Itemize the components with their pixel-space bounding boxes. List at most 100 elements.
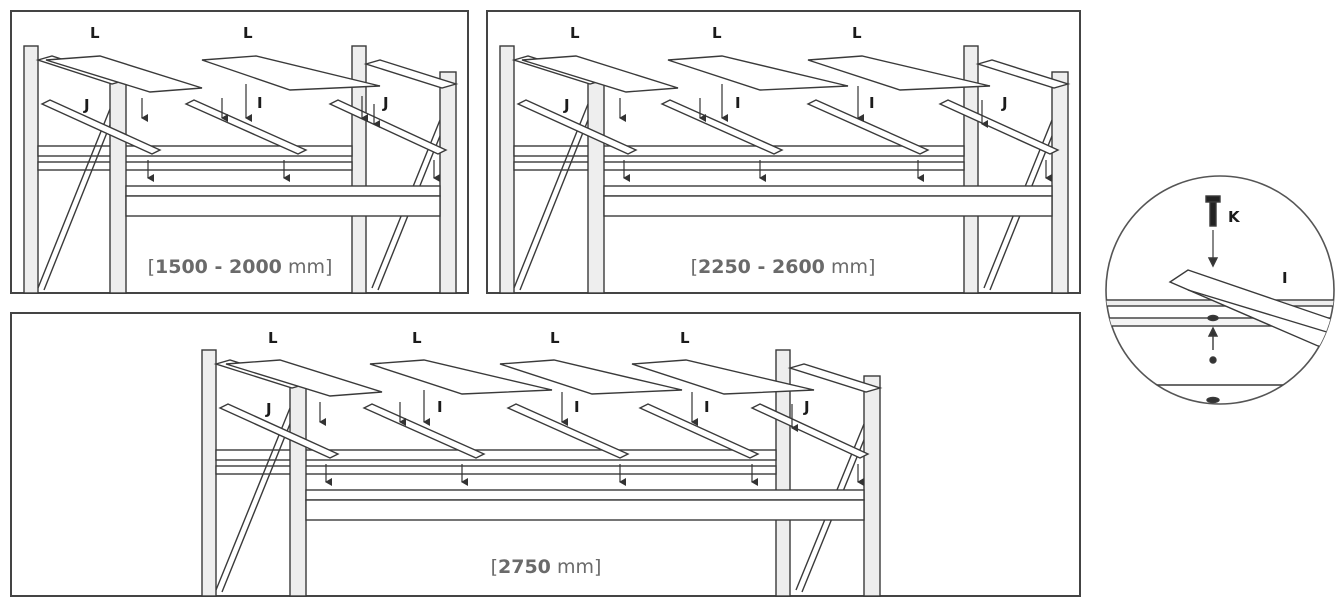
support-bar-i bbox=[806, 99, 930, 155]
label-i: I bbox=[257, 94, 263, 112]
shelf-panel-l bbox=[201, 55, 381, 91]
back-beam bbox=[215, 449, 777, 461]
back-beam bbox=[513, 161, 965, 171]
support-bar-i bbox=[638, 403, 760, 459]
support-bar-j bbox=[750, 403, 870, 459]
diagonal-brace bbox=[43, 109, 117, 291]
label-j: J bbox=[83, 96, 90, 114]
diagonal-brace bbox=[37, 103, 113, 289]
upright-post bbox=[587, 71, 605, 294]
label-l: L bbox=[712, 24, 722, 42]
back-beam bbox=[37, 145, 353, 157]
label-l: L bbox=[680, 329, 690, 347]
shelf-panel-l bbox=[807, 55, 991, 91]
back-beam bbox=[513, 145, 965, 157]
support-bar-i bbox=[362, 403, 486, 459]
shelf-panel-l bbox=[45, 55, 203, 93]
side-rail bbox=[787, 363, 883, 393]
label-l: L bbox=[550, 329, 560, 347]
back-beam bbox=[37, 161, 353, 171]
label-l: L bbox=[412, 329, 422, 347]
label-k: K bbox=[1228, 208, 1241, 226]
panel-2-arrows bbox=[619, 84, 1052, 182]
screw-head bbox=[1205, 195, 1221, 203]
diagonal-brace bbox=[215, 407, 291, 591]
label-j: J bbox=[382, 94, 389, 112]
label-i: I bbox=[437, 398, 443, 416]
support-bar-i bbox=[1168, 269, 1334, 349]
label-j: J bbox=[803, 398, 810, 416]
label-j: J bbox=[1001, 94, 1008, 112]
label-l: L bbox=[268, 329, 278, 347]
support-bar-j bbox=[516, 99, 638, 155]
upright-post bbox=[863, 375, 881, 597]
label-i: I bbox=[704, 398, 710, 416]
label-l: L bbox=[570, 24, 580, 42]
label-j: J bbox=[265, 400, 272, 418]
front-beam bbox=[125, 195, 441, 217]
arrow-head bbox=[1207, 326, 1219, 337]
shelf-panel-l bbox=[499, 359, 683, 395]
label-i: I bbox=[1282, 269, 1288, 287]
beam-face bbox=[1106, 317, 1334, 327]
dimension-label: [1500 - 2000 mm] bbox=[148, 256, 333, 278]
support-bar-i bbox=[184, 99, 308, 155]
hole bbox=[1207, 314, 1219, 322]
label-i: I bbox=[574, 398, 580, 416]
support-bar-j bbox=[938, 99, 1060, 155]
side-rail bbox=[363, 59, 459, 89]
front-beam bbox=[305, 489, 865, 501]
label-l: L bbox=[243, 24, 253, 42]
screw-shaft bbox=[1209, 201, 1217, 227]
label-l: L bbox=[852, 24, 862, 42]
dimension-label: [2250 - 2600 mm] bbox=[691, 256, 876, 278]
hole bbox=[1209, 356, 1217, 364]
hole bbox=[1206, 396, 1220, 404]
panel-2: L L L J I I J [2250 - 2600 mm] bbox=[486, 10, 1081, 294]
detail-drawing bbox=[1106, 195, 1334, 404]
front-beam bbox=[305, 499, 865, 521]
panel-3-drawing bbox=[201, 349, 883, 597]
diagonal-brace bbox=[519, 109, 593, 291]
label-i: I bbox=[869, 94, 875, 112]
upright-post bbox=[201, 349, 217, 597]
support-bar-edge bbox=[1187, 289, 1334, 337]
shelf-panel-l bbox=[521, 55, 679, 93]
label-l: L bbox=[90, 24, 100, 42]
upright-post bbox=[439, 71, 457, 294]
panel-3-arrows bbox=[319, 390, 864, 486]
panel-2-drawing bbox=[499, 45, 1071, 294]
panel-1-drawing bbox=[23, 45, 459, 294]
upright-post bbox=[289, 375, 307, 597]
back-beam bbox=[215, 465, 777, 475]
shelf-panel-l bbox=[225, 359, 383, 397]
upright-post bbox=[109, 71, 127, 294]
panel-1-arrows bbox=[141, 84, 440, 182]
diagonal-brace bbox=[513, 103, 589, 289]
dimension-label: [2750 mm] bbox=[491, 556, 602, 578]
label-j: J bbox=[563, 96, 570, 114]
shelf-panel-l bbox=[631, 359, 815, 395]
upright-post bbox=[499, 45, 515, 294]
support-bar-j bbox=[218, 403, 340, 459]
shelf-panel-l bbox=[667, 55, 849, 91]
arrow-head bbox=[1207, 257, 1219, 268]
front-beam bbox=[603, 195, 1053, 217]
support-bar-i bbox=[660, 99, 784, 155]
support-bar-j bbox=[328, 99, 448, 155]
front-beam bbox=[603, 185, 1053, 197]
upright-post bbox=[23, 45, 39, 294]
front-beam bbox=[125, 185, 441, 197]
side-rail bbox=[975, 59, 1071, 89]
label-i: I bbox=[735, 94, 741, 112]
diagonal-brace bbox=[221, 413, 295, 593]
support-bar-i bbox=[506, 403, 630, 459]
panel-3: L L L L J I I I J [2750 mm] bbox=[10, 312, 1081, 597]
panel-1: L L J I J [1500 - 2000 mm] bbox=[10, 10, 469, 294]
shelf-panel-l bbox=[369, 359, 553, 395]
support-bar-j bbox=[40, 99, 162, 155]
detail-zoom: K I bbox=[1105, 175, 1335, 405]
upright-post bbox=[1051, 71, 1069, 294]
